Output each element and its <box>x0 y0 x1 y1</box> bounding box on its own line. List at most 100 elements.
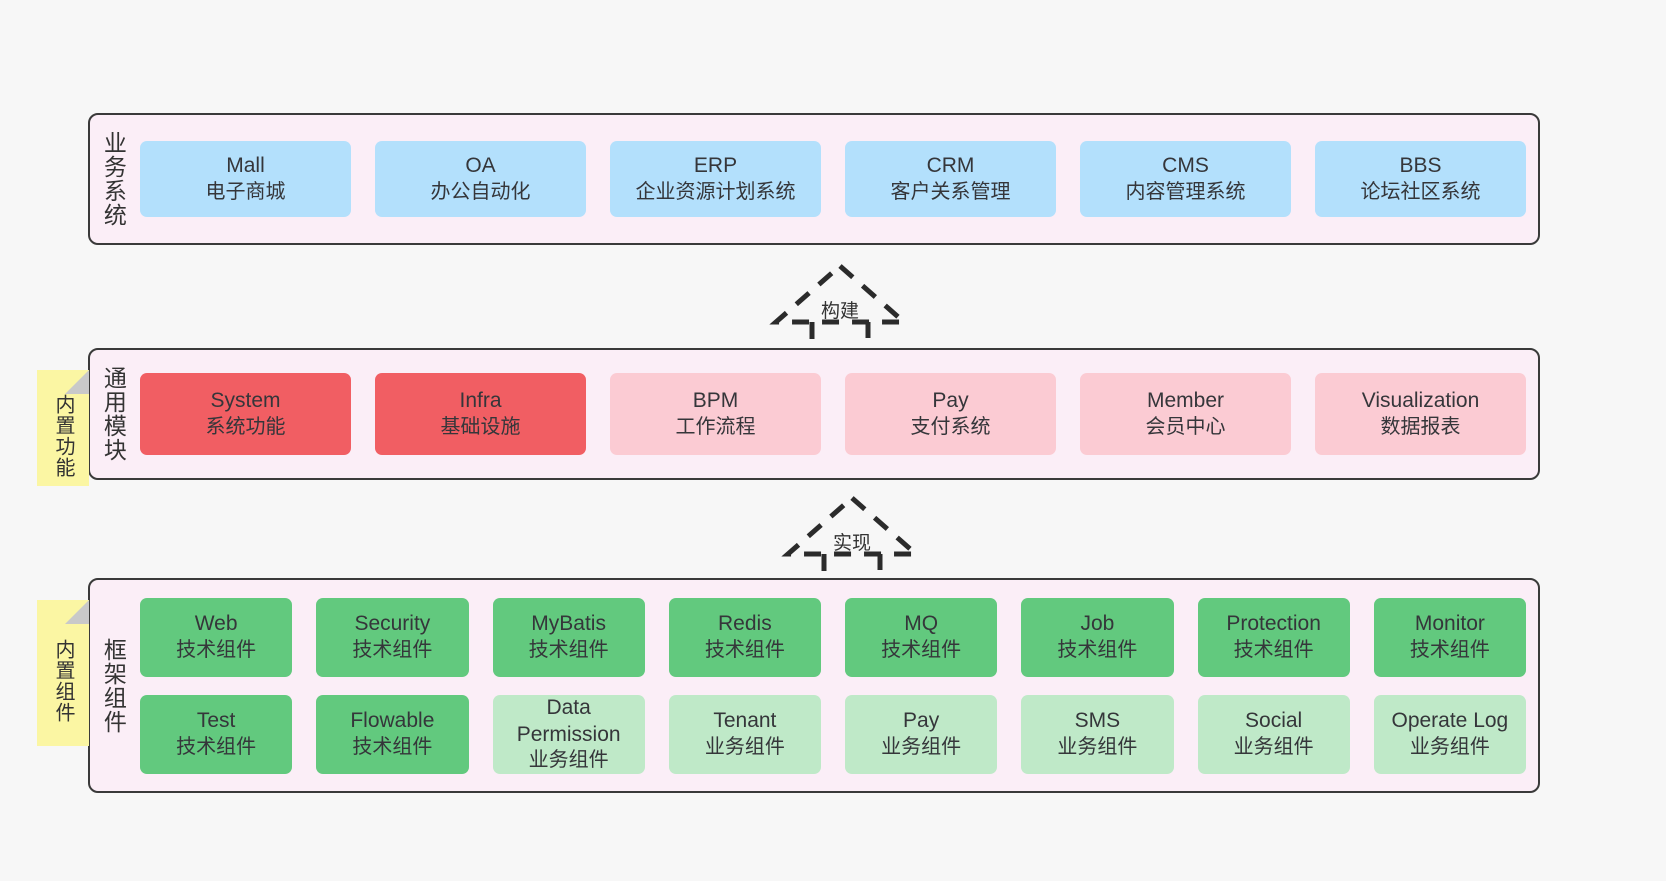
node-title: BBS <box>1399 154 1442 178</box>
node-title: Tenant <box>713 709 777 733</box>
node-title: Security <box>354 612 431 636</box>
node-bpm[interactable]: BPM 工作流程 <box>610 373 821 455</box>
band-row-business: Test 技术组件 Flowable 技术组件 Data Permission … <box>140 694 1526 774</box>
node-data-permission[interactable]: Data Permission 业务组件 <box>492 694 645 774</box>
band-label-business: 业务系统 <box>100 131 127 227</box>
node-security[interactable]: Security 技术组件 <box>316 597 469 677</box>
node-title: Visualization <box>1361 389 1480 413</box>
node-web[interactable]: Web 技术组件 <box>140 597 293 677</box>
node-crm[interactable]: CRM 客户关系管理 <box>845 141 1056 217</box>
band-body-modules: System 系统功能 Infra 基础设施 BPM 工作流程 Pay 支付系统… <box>136 350 1538 478</box>
node-erp[interactable]: ERP 企业资源计划系统 <box>610 141 821 217</box>
node-subtitle: 企业资源计划系统 <box>635 180 796 203</box>
node-title: Mall <box>226 154 265 178</box>
node-mall[interactable]: Mall 电子商城 <box>140 141 351 217</box>
node-title: ERP <box>693 154 738 178</box>
node-title: Redis <box>718 612 772 636</box>
sticky-note-builtin-functions: 内置功能 <box>37 370 89 486</box>
node-mybatis[interactable]: MyBatis 技术组件 <box>492 597 645 677</box>
node-subtitle: 业务组件 <box>1233 735 1314 758</box>
build-arrow-label: 构建 <box>820 301 860 322</box>
node-job[interactable]: Job 技术组件 <box>1021 597 1174 677</box>
node-redis[interactable]: Redis 技术组件 <box>668 597 821 677</box>
node-subtitle: 支付系统 <box>910 415 991 438</box>
node-subtitle: 基础设施 <box>440 415 521 438</box>
node-title: System <box>210 389 281 413</box>
node-title: Infra <box>459 389 502 413</box>
band-business-systems: 业务系统 Mall 电子商城 OA 办公自动化 ERP 企业资源计划系统 CRM… <box>88 113 1540 245</box>
node-title: Monitor <box>1414 612 1485 636</box>
band-label-modules: 通用模块 <box>100 366 127 462</box>
node-member[interactable]: Member 会员中心 <box>1080 373 1291 455</box>
sticky-note-builtin-components: 内置组件 <box>37 600 89 746</box>
node-title: Job <box>1080 612 1115 636</box>
node-title: OA <box>465 154 496 178</box>
node-subtitle: 业务组件 <box>704 735 785 758</box>
node-subtitle: 技术组件 <box>352 735 433 758</box>
node-pay-component[interactable]: Pay 业务组件 <box>845 694 998 774</box>
node-protection[interactable]: Protection 技术组件 <box>1197 597 1350 677</box>
node-title: CMS <box>1162 154 1209 178</box>
node-title: SMS <box>1074 709 1121 733</box>
node-subtitle: 系统功能 <box>205 415 286 438</box>
node-title: Operate Log <box>1391 709 1509 733</box>
sticky-note-label: 内置组件 <box>52 639 74 723</box>
band-framework-components: 框架组件 Web 技术组件 Security 技术组件 MyBatis 技术组件… <box>88 578 1540 793</box>
implement-arrow-label: 实现 <box>832 533 872 554</box>
band-common-modules: 通用模块 System 系统功能 Infra 基础设施 BPM 工作流程 Pay… <box>88 348 1540 480</box>
band-body-framework: Web 技术组件 Security 技术组件 MyBatis 技术组件 Redi… <box>136 580 1538 791</box>
node-pay-module[interactable]: Pay 支付系统 <box>845 373 1056 455</box>
node-cms[interactable]: CMS 内容管理系统 <box>1080 141 1291 217</box>
node-title: Social <box>1245 709 1303 733</box>
node-subtitle: 数据报表 <box>1380 415 1461 438</box>
node-test[interactable]: Test 技术组件 <box>140 694 293 774</box>
node-subtitle: 业务组件 <box>881 735 962 758</box>
node-title: BPM <box>692 389 739 413</box>
node-flowable[interactable]: Flowable 技术组件 <box>316 694 469 774</box>
node-subtitle: 技术组件 <box>352 638 433 661</box>
node-oa[interactable]: OA 办公自动化 <box>375 141 586 217</box>
node-title: Flowable <box>350 709 435 733</box>
node-infra[interactable]: Infra 基础设施 <box>375 373 586 455</box>
node-operate-log[interactable]: Operate Log 业务组件 <box>1373 694 1526 774</box>
node-subtitle: 技术组件 <box>881 638 962 661</box>
node-title: Test <box>196 709 236 733</box>
node-subtitle: 技术组件 <box>528 638 609 661</box>
node-title: Protection <box>1226 612 1321 636</box>
node-mq[interactable]: MQ 技术组件 <box>845 597 998 677</box>
node-bbs[interactable]: BBS 论坛社区系统 <box>1315 141 1526 217</box>
band-row: System 系统功能 Infra 基础设施 BPM 工作流程 Pay 支付系统… <box>140 373 1526 455</box>
band-row-technical: Web 技术组件 Security 技术组件 MyBatis 技术组件 Redi… <box>140 597 1526 677</box>
node-title: Data Permission <box>516 696 621 746</box>
node-subtitle: 技术组件 <box>704 638 785 661</box>
node-subtitle: 会员中心 <box>1145 415 1226 438</box>
node-title: MyBatis <box>531 612 606 636</box>
node-system[interactable]: System 系统功能 <box>140 373 351 455</box>
node-title: Pay <box>903 709 940 733</box>
node-subtitle: 技术组件 <box>1409 638 1490 661</box>
node-subtitle: 电子商城 <box>205 180 286 203</box>
node-monitor[interactable]: Monitor 技术组件 <box>1373 597 1526 677</box>
node-subtitle: 客户关系管理 <box>890 180 1011 203</box>
node-subtitle: 办公自动化 <box>430 180 531 203</box>
node-sms[interactable]: SMS 业务组件 <box>1021 694 1174 774</box>
node-subtitle: 技术组件 <box>176 638 257 661</box>
node-subtitle: 业务组件 <box>1409 735 1490 758</box>
node-subtitle: 技术组件 <box>176 735 257 758</box>
sticky-note-label: 内置功能 <box>52 394 74 478</box>
node-title: MQ <box>904 612 939 636</box>
node-subtitle: 工作流程 <box>675 415 756 438</box>
node-title: Web <box>194 612 238 636</box>
band-label-framework: 框架组件 <box>100 637 127 734</box>
band-body-business: Mall 电子商城 OA 办公自动化 ERP 企业资源计划系统 CRM 客户关系… <box>136 115 1538 243</box>
node-subtitle: 业务组件 <box>1057 735 1138 758</box>
node-title: Pay <box>932 389 969 413</box>
node-title: Member <box>1146 389 1225 413</box>
node-tenant[interactable]: Tenant 业务组件 <box>668 694 821 774</box>
node-subtitle: 论坛社区系统 <box>1360 180 1481 203</box>
node-visualization[interactable]: Visualization 数据报表 <box>1315 373 1526 455</box>
node-subtitle: 技术组件 <box>1233 638 1314 661</box>
node-subtitle: 业务组件 <box>528 748 609 771</box>
node-social[interactable]: Social 业务组件 <box>1197 694 1350 774</box>
node-title: CRM <box>926 154 975 178</box>
